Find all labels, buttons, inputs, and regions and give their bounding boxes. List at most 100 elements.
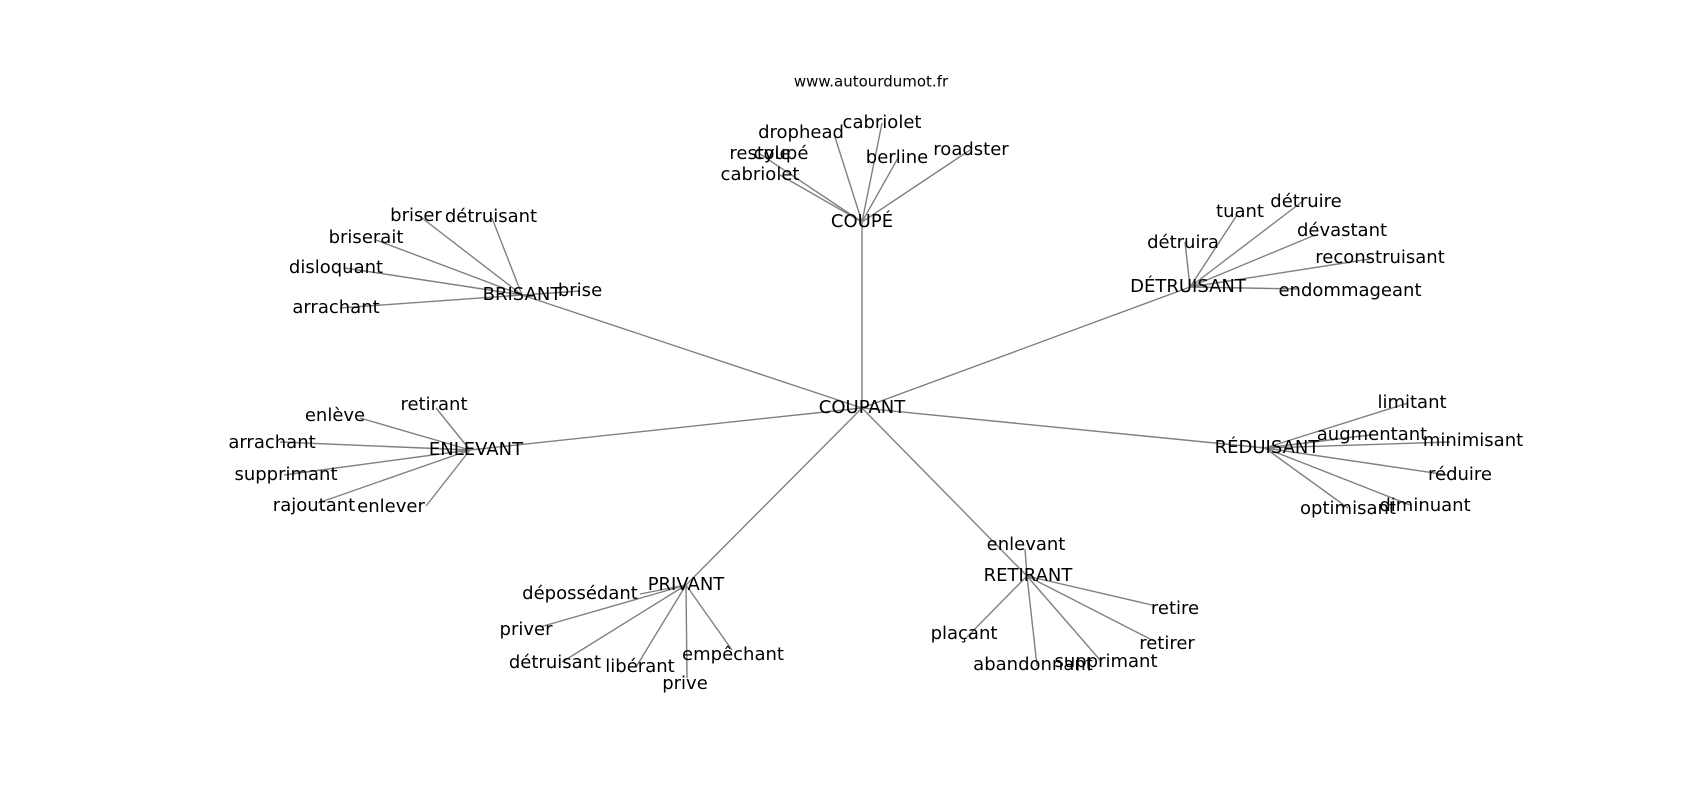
- edge-6-5: [1026, 575, 1101, 661]
- child-word: optimisant: [1300, 498, 1396, 519]
- edge-6-3: [1026, 575, 1155, 642]
- child-word: minimisant: [1423, 430, 1523, 451]
- edge-1-4: [339, 294, 523, 309]
- child-word: supprimant: [234, 464, 337, 485]
- child-word: dévastant: [1297, 220, 1387, 241]
- edge-3-2: [279, 441, 471, 451]
- edge-4-5: [1264, 447, 1349, 509]
- edge-3-0: [435, 407, 471, 451]
- edge-3-3: [283, 449, 471, 476]
- child-word: restyle: [729, 143, 790, 164]
- child-word: briserait: [329, 227, 404, 248]
- child-word: diminuant: [1379, 495, 1470, 516]
- child-word: détruire: [1270, 191, 1341, 212]
- child-word: retirer: [1139, 633, 1195, 654]
- edge-0-1: [861, 122, 883, 223]
- child-word: tuant: [1216, 201, 1264, 222]
- edge-5-4: [685, 584, 733, 651]
- child-word: supprimant: [1054, 651, 1157, 672]
- child-word: abandonnant: [973, 654, 1093, 675]
- edge-root-to-4: [861, 407, 1266, 449]
- child-word: berline: [866, 147, 928, 168]
- child-word: disloquant: [289, 257, 383, 278]
- child-word: détruisant: [445, 206, 537, 227]
- edge-0-0: [833, 133, 863, 223]
- edge-5-3: [635, 584, 687, 668]
- child-word: brise: [558, 280, 602, 301]
- child-word: briser: [390, 205, 442, 226]
- edge-2-0: [1189, 214, 1238, 288]
- child-word: arrachant: [292, 297, 379, 318]
- edge-1-0: [421, 217, 523, 296]
- child-word: plaçant: [931, 623, 998, 644]
- edge-0-3: [779, 174, 863, 223]
- edge-4-2: [1264, 441, 1451, 449]
- edge-1-5: [521, 290, 581, 296]
- edge-6-4: [1026, 575, 1038, 667]
- edge-6-0: [1024, 548, 1028, 577]
- child-word: dépossédant: [522, 583, 638, 604]
- group-word: COUPÉ: [831, 210, 893, 232]
- root-word: COUPANT: [819, 397, 906, 418]
- edge-root-to-2: [861, 286, 1191, 409]
- edge-4-4: [1264, 447, 1411, 506]
- edge-2-4: [1189, 258, 1371, 288]
- child-word: augmentant: [1317, 424, 1427, 445]
- child-word: endommageant: [1278, 280, 1421, 301]
- child-word: retire: [1151, 598, 1199, 619]
- edge-4-0: [1264, 402, 1409, 449]
- child-word: prive: [662, 673, 708, 694]
- child-word: cabriolet: [721, 164, 800, 185]
- edge-1-2: [375, 239, 523, 296]
- edge-2-5: [1189, 286, 1299, 290]
- child-word: enlever: [357, 496, 425, 517]
- edge-1-1: [491, 217, 523, 296]
- edge-4-3: [1264, 447, 1449, 476]
- group-word: PRIVANT: [648, 574, 726, 595]
- child-word: réduire: [1428, 464, 1492, 485]
- child-word: enlève: [305, 405, 365, 426]
- edge-0-2: [759, 153, 863, 223]
- group-word: RÉDUISANT: [1215, 436, 1321, 458]
- edge-5-2: [561, 584, 687, 663]
- group-word: DÉTRUISANT: [1130, 275, 1247, 297]
- child-word: roadster: [933, 139, 1009, 160]
- edge-1-3: [344, 267, 523, 296]
- edge-6-2: [966, 575, 1028, 638]
- child-word: reconstruisant: [1315, 247, 1445, 268]
- edge-root-to-1: [521, 294, 863, 409]
- child-word: empêchant: [682, 644, 784, 665]
- edge-4-1: [1264, 434, 1371, 449]
- edge-5-5: [685, 584, 688, 679]
- edge-root-to-3: [469, 407, 863, 451]
- edge-2-1: [1189, 200, 1304, 288]
- edge-3-4: [317, 449, 471, 504]
- edge-root-to-5: [685, 407, 863, 586]
- graph-edges: [279, 122, 1451, 679]
- child-word: priver: [500, 619, 554, 640]
- edge-3-5: [425, 449, 471, 507]
- group-word: BRISANT: [483, 284, 563, 305]
- edge-5-1: [539, 584, 687, 628]
- child-word: cabriolet: [843, 112, 922, 133]
- group-word: ENLEVANT: [429, 439, 524, 460]
- child-word: libérant: [605, 656, 674, 677]
- child-word: arrachant: [228, 432, 315, 453]
- child-word: détruira: [1147, 232, 1219, 253]
- child-word: limitant: [1377, 392, 1446, 413]
- edge-3-1: [359, 417, 471, 451]
- child-word: retirant: [400, 394, 467, 415]
- edge-0-5: [861, 149, 971, 223]
- site-credit: www.autourdumot.fr: [794, 73, 949, 91]
- edge-2-3: [1189, 234, 1316, 288]
- child-word: détruisant: [509, 652, 601, 673]
- edge-2-2: [1184, 241, 1191, 288]
- edge-6-1: [1026, 575, 1153, 606]
- child-word: rajoutant: [273, 495, 355, 516]
- child-word: enlevant: [987, 534, 1066, 555]
- edge-0-4: [861, 157, 899, 223]
- edge-root-to-6: [861, 407, 1028, 577]
